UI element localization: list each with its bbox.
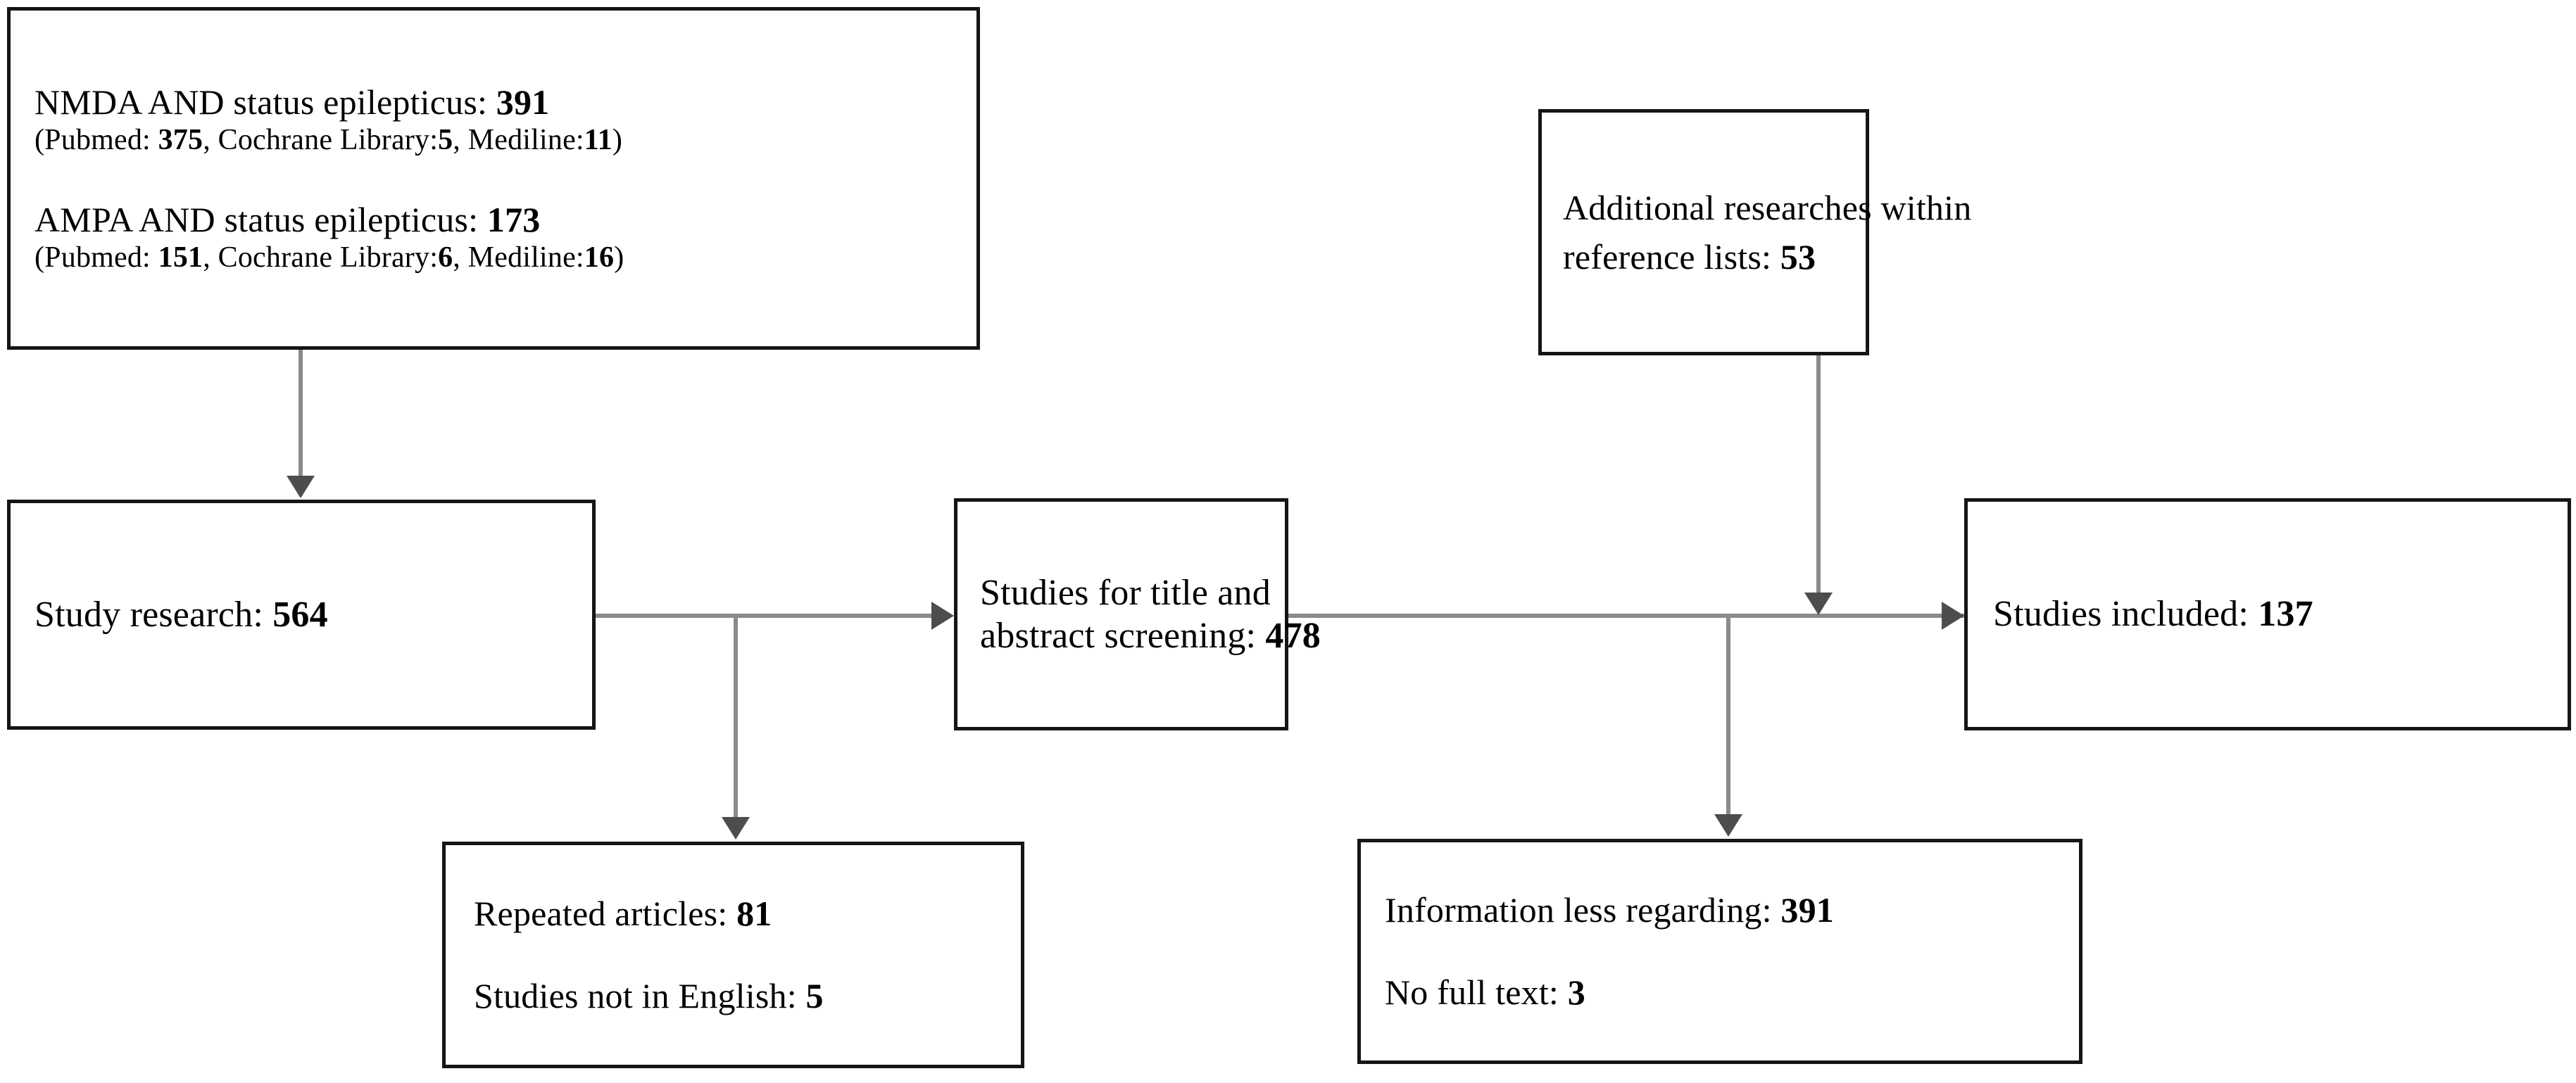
screening-line1: Studies for title and (980, 572, 1271, 613)
study-research-count: 564 (272, 594, 328, 635)
nmda-mediline-count: 11 (584, 123, 612, 156)
excluded-duplicates-spacer (474, 935, 1021, 975)
connector-search-to-study (299, 350, 303, 478)
additional-researches-line1: Additional researches within (1563, 188, 1972, 227)
nmda-pubmed-count: 375 (158, 123, 203, 156)
repeated-articles-count: 81 (736, 894, 772, 933)
arrowhead-search-to-study (287, 476, 315, 498)
search-query-nmda-sources: (Pubmed: 375, Cochrane Library:5, Medili… (34, 123, 623, 156)
additional-researches-count: 53 (1780, 237, 1816, 277)
ampa-pubmed-count: 151 (158, 241, 203, 274)
information-less-line: Information less regarding: 391 (1385, 890, 1834, 930)
search-query-ampa-count: 173 (486, 199, 541, 239)
box-search-strategy[interactable]: NMDA AND status epilepticus: 391 (Pubmed… (7, 7, 980, 350)
arrowhead-study-to-duplicates (722, 817, 750, 840)
search-box-spacer (34, 158, 976, 199)
studies-included-label: Studies included: 137 (1993, 594, 2313, 635)
repeated-articles-line: Repeated articles: 81 (474, 894, 772, 933)
no-full-text-count: 3 (1567, 973, 1585, 1012)
information-less-count: 391 (1780, 890, 1834, 930)
box-studies-included[interactable]: Studies included: 137 (1964, 498, 2571, 730)
search-query-nmda: NMDA AND status epilepticus: 391 (34, 82, 550, 122)
arrowhead-screening-to-included (1942, 602, 1964, 630)
studies-included-count: 137 (2258, 594, 2313, 635)
arrowhead-screening-to-excluded (1714, 814, 1742, 837)
box-title-abstract-screening[interactable]: Studies for title and abstract screening… (954, 498, 1321, 730)
box-study-research[interactable]: Study research: 564 (7, 500, 596, 730)
search-query-nmda-count: 391 (496, 82, 550, 122)
box-excluded-duplicates[interactable]: Repeated articles: 81 Studies not in Eng… (442, 842, 1024, 1068)
not-in-english-count: 5 (805, 976, 824, 1015)
connector-study-to-duplicates (734, 614, 738, 819)
not-in-english-line: Studies not in English: 5 (474, 976, 824, 1015)
arrowhead-additional-to-included (1804, 593, 1833, 615)
search-query-ampa-sources: (Pubmed: 151, Cochrane Library:6, Medili… (34, 241, 624, 274)
excluded-screening-spacer (1385, 931, 2079, 972)
search-query-ampa: AMPA AND status epilepticus: 173 (34, 199, 541, 239)
arrowhead-study-to-screening (931, 602, 954, 630)
study-research-label: Study research: 564 (34, 594, 328, 635)
connector-study-to-screening (596, 614, 942, 618)
no-full-text-line: No full text: 3 (1385, 973, 1585, 1012)
box-excluded-screening[interactable]: Information less regarding: 391 No full … (1357, 839, 2082, 1064)
connector-screening-to-included (1288, 614, 1964, 618)
connector-additional-to-included (1816, 355, 1821, 595)
additional-researches-line2: reference lists: 53 (1563, 237, 1816, 277)
screening-count: 478 (1265, 616, 1321, 656)
ampa-cochrane-count: 6 (438, 241, 453, 274)
ampa-mediline-count: 16 (584, 241, 615, 274)
nmda-cochrane-count: 5 (438, 123, 453, 156)
screening-line2: abstract screening: 478 (980, 616, 1321, 656)
box-additional-researches[interactable]: Additional researches within reference l… (1538, 109, 1972, 355)
connector-screening-to-excluded (1726, 614, 1730, 816)
